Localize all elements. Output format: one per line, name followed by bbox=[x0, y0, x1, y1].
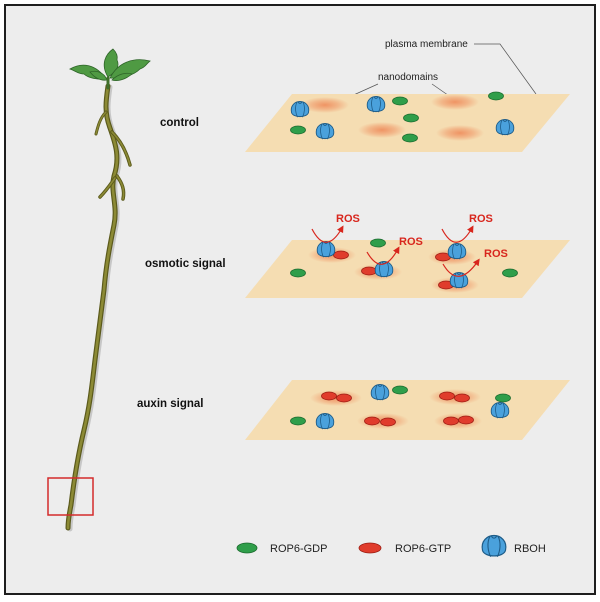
legend-label: RBOH bbox=[514, 543, 546, 555]
auxin-signal-panel: auxin signal bbox=[137, 380, 570, 440]
rop6-gtp bbox=[380, 417, 396, 427]
rop6-gtp bbox=[443, 416, 459, 426]
ros-production-arrow bbox=[441, 225, 474, 243]
rop6-gdp bbox=[290, 125, 306, 135]
legend-item-rboh: RBOH bbox=[481, 534, 546, 558]
shoot-leaves bbox=[69, 48, 151, 90]
primary-root bbox=[65, 83, 122, 532]
ros-production-arrow bbox=[311, 225, 344, 243]
ros-label: ROS bbox=[484, 248, 508, 260]
control-panel: control bbox=[160, 91, 570, 152]
nanodomain bbox=[301, 97, 349, 113]
rop6-gdp bbox=[392, 385, 408, 395]
rboh-icon bbox=[481, 534, 507, 558]
panel-label-auxin-signal: auxin signal bbox=[137, 398, 203, 410]
rop6-gdp bbox=[402, 133, 418, 143]
seedling-illustration bbox=[47, 48, 151, 532]
rop6-gdp bbox=[488, 91, 504, 101]
legend-label: ROP6-GTP bbox=[395, 543, 451, 555]
plasma-membrane-label: plasma membrane bbox=[385, 39, 468, 50]
rboh bbox=[315, 413, 335, 430]
legend: ROP6-GDP ROP6-GTP RBOH bbox=[236, 534, 546, 558]
rboh bbox=[370, 384, 390, 401]
rop6-gtp bbox=[321, 391, 337, 401]
rop6-gtp bbox=[454, 393, 470, 403]
rop6-gdp bbox=[370, 238, 386, 248]
nanodomains-label: nanodomains bbox=[378, 72, 438, 83]
nanodomain bbox=[436, 125, 484, 141]
osmotic-signal-panel: osmotic signal ROS ROS ROS ROS bbox=[145, 213, 570, 298]
rop6-gdp bbox=[290, 416, 306, 426]
lateral-root bbox=[94, 110, 108, 136]
rop6-gdp bbox=[290, 268, 306, 278]
rop6-gtp bbox=[333, 250, 349, 260]
ros-production-arrow bbox=[366, 246, 400, 265]
rboh bbox=[490, 402, 510, 419]
rop6-gdp bbox=[392, 96, 408, 106]
leaf bbox=[89, 70, 108, 81]
panel-label-osmotic-signal: osmotic signal bbox=[145, 258, 226, 270]
lateral-root bbox=[115, 174, 126, 201]
rboh bbox=[316, 241, 336, 258]
rboh bbox=[495, 119, 515, 136]
plasma-membrane-sheet bbox=[245, 94, 570, 152]
rop6-gdp-icon bbox=[236, 542, 258, 554]
rboh bbox=[447, 243, 467, 260]
rop6-gtp bbox=[458, 415, 474, 425]
rop6-gdp bbox=[495, 393, 511, 403]
rboh bbox=[315, 123, 335, 140]
ros-production-arrow bbox=[442, 258, 480, 277]
legend-label: ROP6-GDP bbox=[270, 543, 327, 555]
nanodomain bbox=[431, 94, 479, 110]
rop6-gtp bbox=[361, 266, 377, 276]
legend-item-rop6-gtp: ROP6-GTP bbox=[358, 542, 451, 555]
rboh bbox=[290, 101, 310, 118]
plasma-membrane-sheet bbox=[245, 240, 570, 298]
lateral-root bbox=[98, 176, 117, 199]
rop6-gdp bbox=[403, 113, 419, 123]
plasma-membrane-annotation: plasma membrane bbox=[385, 39, 537, 95]
root-tip-highlight-box bbox=[47, 477, 94, 516]
panel-label-control: control bbox=[160, 117, 199, 129]
rop6-gtp bbox=[364, 416, 380, 426]
ros-label: ROS bbox=[399, 236, 423, 248]
lateral-root bbox=[110, 130, 132, 167]
rop6-gtp-icon bbox=[358, 542, 382, 554]
leaf bbox=[111, 72, 133, 82]
ros-label: ROS bbox=[469, 213, 493, 225]
rop6-gtp bbox=[439, 391, 455, 401]
legend-item-rop6-gdp: ROP6-GDP bbox=[236, 542, 327, 555]
rop6-gdp bbox=[502, 268, 518, 278]
ros-label: ROS bbox=[336, 213, 360, 225]
nanodomain bbox=[358, 122, 406, 138]
rboh bbox=[366, 96, 386, 113]
plasma-membrane-leader-line bbox=[474, 43, 537, 95]
rop6-gtp bbox=[336, 393, 352, 403]
